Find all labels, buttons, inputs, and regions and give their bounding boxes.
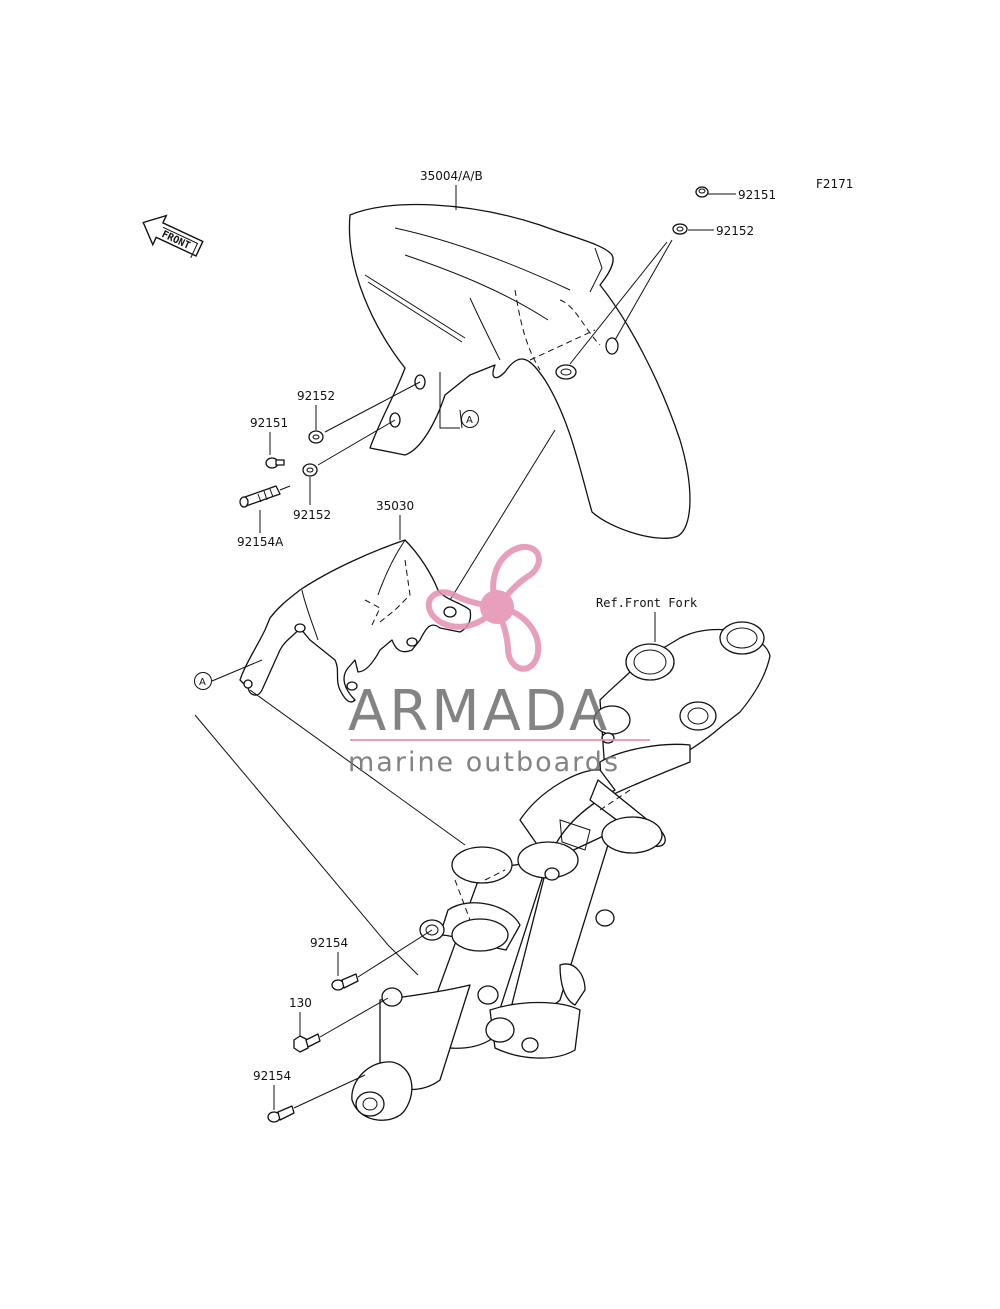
stud-92154a-label: 92154A — [237, 535, 284, 549]
watermark-logo: ARMADA marine outboards — [348, 543, 650, 778]
front-arrow-icon: FRONT — [142, 214, 204, 259]
washer-92152-upper — [308, 430, 324, 444]
bolt-92151-top-label: 92151 — [738, 188, 776, 202]
stud-92154a — [239, 485, 281, 508]
bolt-92154-lower — [267, 1105, 295, 1123]
callout-a-lower: A — [194, 672, 212, 690]
figure-id: F2171 — [816, 177, 853, 191]
bolt-92151-top — [695, 186, 709, 198]
washer-92152-lower — [302, 463, 318, 477]
bolt-92151-left-label: 92151 — [250, 416, 288, 430]
watermark-tagline: marine outboards — [348, 747, 620, 778]
propeller-icon — [424, 543, 551, 673]
fender-part-number: 35004/A/B — [420, 169, 483, 183]
bolt-130-label: 130 — [289, 996, 312, 1010]
front-fender — [348, 203, 691, 539]
bolt-130 — [293, 1033, 321, 1053]
washer-92152-upper-label: 92152 — [297, 389, 335, 403]
ref-front-fork-label: Ref.Front Fork — [596, 596, 698, 610]
washer-92152-lower-label: 92152 — [293, 508, 331, 522]
bolt-92154-upper-label: 92154 — [310, 936, 348, 950]
callout-a-upper: A — [461, 410, 479, 428]
bolt-92151-left — [265, 457, 285, 469]
washer-92152-top-label: 92152 — [716, 224, 754, 238]
bolt-92154-upper — [331, 973, 359, 991]
bracket-part-number: 35030 — [376, 499, 414, 513]
front-fork-assembly — [351, 621, 771, 1121]
callout-a-lower-letter: A — [199, 677, 206, 688]
callout-a-upper-letter: A — [466, 415, 473, 426]
fender-bracket — [239, 539, 472, 703]
bolt-92154-lower-label: 92154 — [253, 1069, 291, 1083]
washer-92152-top — [672, 223, 688, 235]
watermark-brand: ARMADA — [348, 679, 610, 744]
